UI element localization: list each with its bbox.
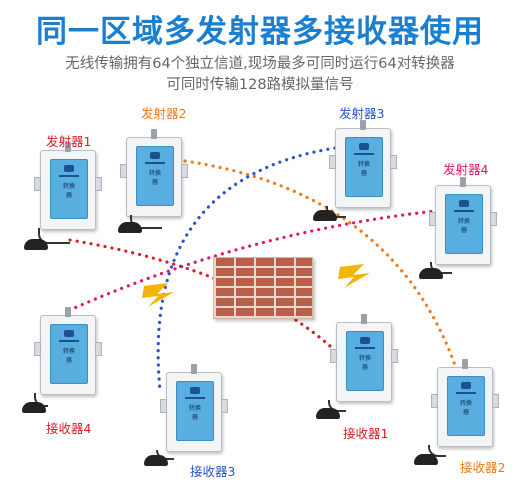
converter-device-icon: 转换器 [50, 159, 88, 219]
transmitter-1-device: 转换器 [34, 142, 102, 230]
label-receiver-1: 接收器1 [343, 426, 389, 441]
cable [38, 228, 70, 244]
receiver-1-device: 转换器 [330, 314, 398, 402]
label-transmitter-2: 发射器2 [141, 106, 187, 121]
signal-path-pair-3 [156, 146, 337, 392]
antenna-icon [361, 314, 367, 324]
antenna-icon [360, 120, 366, 130]
antenna-icon [65, 307, 71, 317]
antenna-icon [460, 177, 466, 187]
receiver-2-device: 转换器 [431, 359, 499, 447]
logo-icon [150, 152, 160, 159]
lightning-icon [338, 264, 370, 288]
device-label: 转换器 [358, 355, 371, 371]
sensor-probe-icon [118, 222, 142, 233]
logo-icon [64, 330, 74, 337]
sensor-probe-icon [144, 455, 168, 466]
wall-icon [213, 257, 313, 319]
sensor-probe-icon [24, 239, 48, 250]
device-label: 转换器 [62, 348, 75, 364]
converter-device-icon: 转换器 [445, 194, 483, 254]
device-label: 转换器 [457, 218, 470, 234]
logo-icon [461, 382, 471, 389]
antenna-icon [191, 364, 197, 374]
device-label: 转换器 [62, 183, 75, 199]
signal-path-pair-2 [176, 158, 462, 382]
label-transmitter-3: 发射器3 [339, 106, 385, 121]
subtitle-line-1: 无线传输拥有64个独立信道,现场最多可同时运行64对转换器 [65, 56, 455, 72]
lightning-icon [142, 283, 174, 307]
label-transmitter-4: 发射器4 [443, 162, 489, 177]
transmitter-4-device: 转换器 [429, 177, 497, 265]
label-transmitter-1: 发射器1 [46, 134, 92, 149]
label-receiver-2: 接收器2 [460, 460, 506, 475]
logo-icon [190, 387, 200, 394]
label-receiver-4: 接收器4 [46, 421, 92, 436]
logo-icon [360, 337, 370, 344]
transmitter-2-device: 转换器 [120, 129, 188, 217]
receiver-3-device: 转换器 [160, 364, 228, 452]
transmitter-3-device: 转换器 [329, 120, 397, 208]
sensor-probe-icon [316, 408, 340, 419]
cable [428, 445, 446, 457]
antenna-icon [65, 142, 71, 152]
logo-icon [359, 143, 369, 150]
device-label: 转换器 [188, 405, 201, 421]
converter-device-icon: 转换器 [345, 137, 383, 197]
page-title: 同一区域多发射器多接收器使用 [36, 14, 484, 50]
sensor-probe-icon [313, 210, 337, 221]
sensor-probe-icon [414, 454, 438, 465]
subtitle-line-2: 可同时传输128路模拟量信号 [166, 77, 354, 93]
device-label: 转换器 [357, 161, 370, 177]
converter-device-icon: 转换器 [50, 324, 88, 384]
receiver-4-device: 转换器 [34, 307, 102, 395]
sensor-probe-icon [22, 402, 46, 413]
logo-icon [459, 200, 469, 207]
device-label: 转换器 [148, 170, 161, 186]
antenna-icon [151, 129, 157, 139]
logo-icon [64, 165, 74, 172]
converter-device-icon: 转换器 [346, 331, 384, 391]
sensor-probe-icon [419, 268, 443, 279]
converter-device-icon: 转换器 [447, 376, 485, 436]
antenna-icon [462, 359, 468, 369]
converter-device-icon: 转换器 [136, 146, 174, 206]
device-label: 转换器 [459, 400, 472, 416]
label-receiver-3: 接收器3 [190, 464, 236, 479]
converter-device-icon: 转换器 [176, 381, 214, 441]
